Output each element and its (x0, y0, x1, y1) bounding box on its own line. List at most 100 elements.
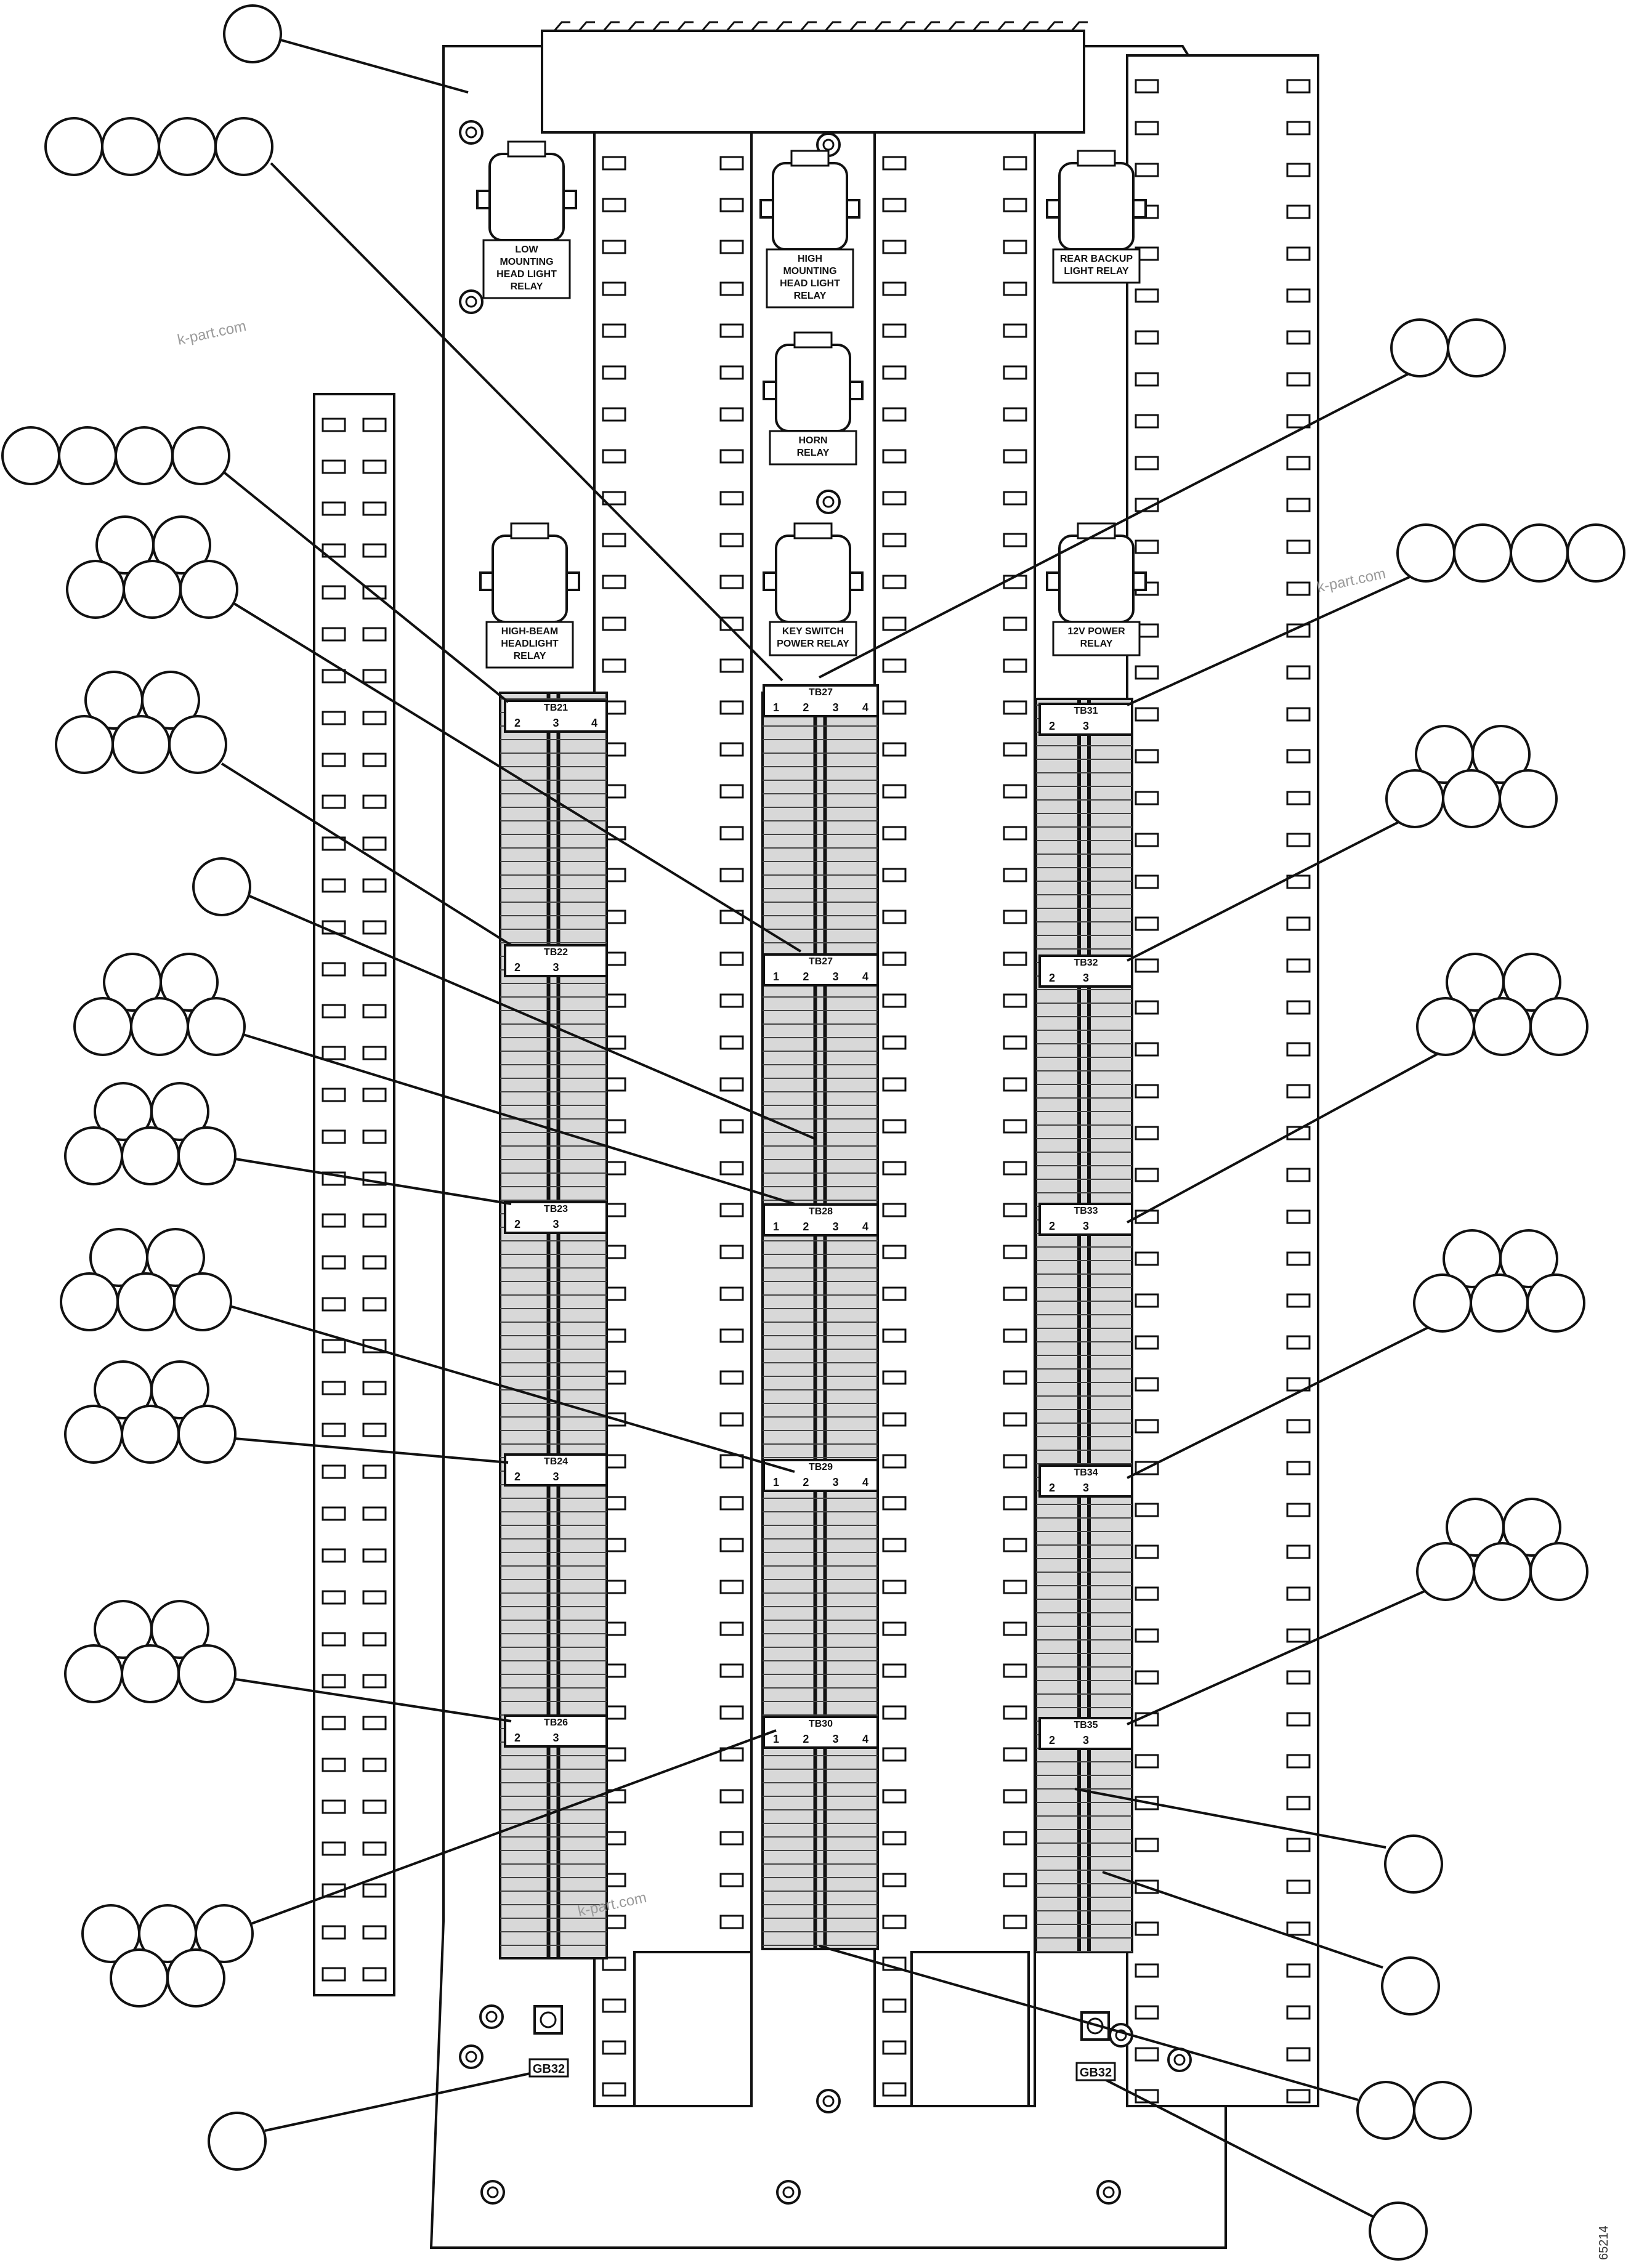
callout-bubble[interactable] (150, 1082, 209, 1141)
callout-bubble[interactable] (64, 1126, 123, 1185)
callout-bubble[interactable] (60, 1272, 119, 1331)
callout-bubble[interactable] (177, 1405, 237, 1464)
leader-line (1127, 568, 1427, 706)
callout-bubble[interactable] (1473, 997, 1532, 1056)
terminal-block-cap (763, 953, 879, 987)
callout-bubble[interactable] (121, 1126, 180, 1185)
duct-slot (627, 21, 644, 31)
terminal-number: 2 (1049, 1734, 1055, 1746)
callout-bubble[interactable] (208, 2112, 267, 2171)
duct-slot (1135, 163, 1159, 177)
duct-slot (1286, 1126, 1311, 1140)
terminal-block-cap (1038, 954, 1133, 988)
callout-bubble[interactable] (160, 953, 219, 1012)
callout-bubble[interactable] (1453, 523, 1512, 583)
callout-bubble[interactable] (1529, 997, 1589, 1056)
leader-line (249, 895, 817, 1140)
callout-bubble[interactable] (66, 560, 125, 619)
duct-slot (362, 1297, 387, 1312)
duct-slot (1003, 1747, 1027, 1762)
callout-bubble[interactable] (123, 560, 182, 619)
leader-lines (217, 39, 1451, 2218)
callout-bubble[interactable] (111, 715, 171, 774)
callout-bubble[interactable] (177, 1644, 237, 1703)
duct-slot (322, 711, 346, 725)
callout-bubble[interactable] (116, 1272, 176, 1331)
callout-bubble[interactable] (64, 1644, 123, 1703)
callout-bubble[interactable] (179, 560, 238, 619)
callout-bubble[interactable] (110, 1948, 169, 2008)
callout-bubble[interactable] (141, 671, 200, 730)
callout-bubble[interactable] (1384, 1834, 1443, 1894)
callout-bubble[interactable] (1499, 1229, 1558, 1288)
callout-bubble[interactable] (1510, 523, 1569, 583)
callout-bubble[interactable] (187, 997, 246, 1056)
callout-bubble[interactable] (214, 117, 273, 176)
callout-bubble[interactable] (1396, 523, 1455, 583)
callout-bubble[interactable] (173, 1272, 232, 1331)
duct-slot (882, 1663, 907, 1678)
callout-bubble[interactable] (1471, 725, 1531, 784)
callout-bubble[interactable] (1473, 1542, 1532, 1601)
callout-bubble[interactable] (1499, 769, 1558, 828)
callout-bubble[interactable] (1529, 1542, 1589, 1601)
callout-bubble[interactable] (1356, 2081, 1415, 2140)
callout-bubble[interactable] (168, 715, 227, 774)
callout-bubble[interactable] (1442, 769, 1501, 828)
callout-bubble[interactable] (101, 117, 160, 176)
callout-bubble[interactable] (1413, 1273, 1472, 1333)
center-terminal-strip (761, 692, 879, 1950)
callout-bubble[interactable] (146, 1228, 205, 1287)
callout-bubble[interactable] (1390, 318, 1449, 377)
callout-bubble[interactable] (55, 715, 114, 774)
callout-bubble[interactable] (150, 1600, 209, 1659)
terminal-number: 4 (862, 971, 868, 983)
callout-bubble[interactable] (150, 1360, 209, 1419)
duct-slot (1286, 1419, 1311, 1434)
callout-bubble[interactable] (1413, 2081, 1472, 2140)
terminal-number: 3 (833, 1221, 839, 1233)
duct-slot (362, 669, 387, 684)
callout-bubble[interactable] (1566, 523, 1625, 583)
callout-bubble[interactable] (44, 117, 103, 176)
callout-bubble[interactable] (152, 515, 211, 575)
callout-bubble[interactable] (166, 1948, 225, 2008)
duct-slot (882, 742, 907, 757)
callout-bubble[interactable] (58, 426, 117, 485)
callout-bubble[interactable] (1416, 1542, 1475, 1601)
callout-bubble[interactable] (121, 1405, 180, 1464)
duct-slot (882, 1747, 907, 1762)
callout-bubble[interactable] (1381, 1956, 1440, 2016)
duct-slot (578, 21, 595, 31)
duct-slot (1286, 623, 1311, 638)
callout-bubble[interactable] (1416, 997, 1475, 1056)
relay-label-line: REAR BACKUP (1060, 254, 1133, 264)
callout-bubble[interactable] (195, 1904, 254, 1963)
callout-bubble[interactable] (192, 857, 251, 916)
duct-slot (882, 1998, 907, 2013)
callout-bubble[interactable] (1470, 1273, 1529, 1333)
callout-bubble[interactable] (1385, 769, 1444, 828)
callout-bubble[interactable] (223, 4, 282, 63)
callout-bubble[interactable] (158, 117, 217, 176)
callout-bubble[interactable] (121, 1644, 180, 1703)
callout-bubble[interactable] (73, 997, 132, 1056)
callout-bubble[interactable] (1369, 2201, 1428, 2261)
callout-bubble[interactable] (177, 1126, 237, 1185)
duct-slot (719, 1203, 744, 1217)
callout-bubble[interactable] (1, 426, 60, 485)
callout-bubble[interactable] (1502, 1498, 1561, 1557)
callout-bubble[interactable] (115, 426, 174, 485)
callout-bubble[interactable] (171, 426, 230, 485)
duct-slot (1286, 539, 1311, 554)
callout-bubble[interactable] (130, 997, 189, 1056)
duct-slot (322, 1213, 346, 1228)
callout-bubble[interactable] (64, 1405, 123, 1464)
callout-bubble[interactable] (1447, 318, 1506, 377)
callout-bubble[interactable] (1526, 1273, 1585, 1333)
callout-bubble[interactable] (1502, 953, 1561, 1012)
leader-line (1102, 2077, 1374, 2218)
